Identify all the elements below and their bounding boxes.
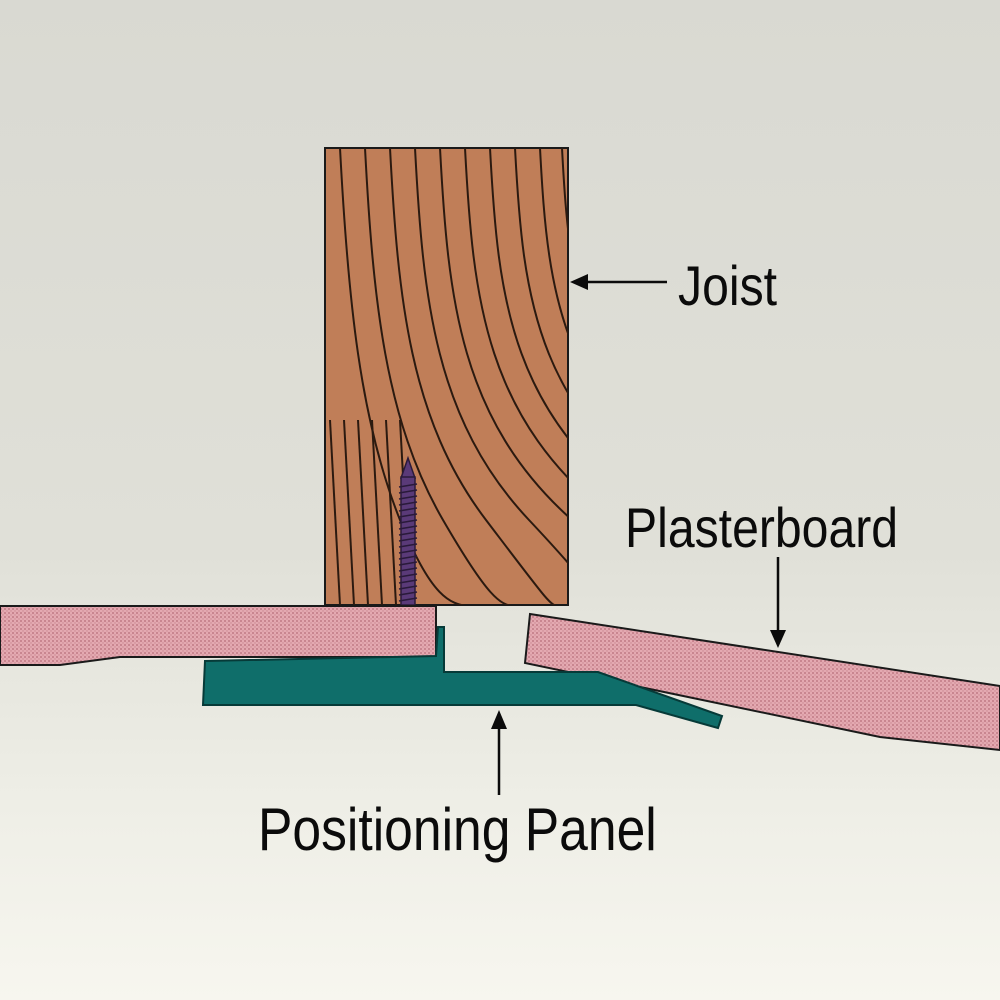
plasterboard-label: Plasterboard [625, 496, 899, 559]
joist-arrow [570, 274, 667, 290]
plasterboard-left [0, 605, 437, 666]
joist-wood-grain [329, 148, 568, 605]
plasterboard-arrow [770, 557, 786, 648]
positioning-panel-label: Positioning Panel [258, 796, 657, 863]
positioning-panel [201, 626, 724, 730]
screw-icon [398, 455, 418, 606]
positioning-panel-arrow [491, 710, 507, 795]
plasterboard-right [523, 612, 1000, 752]
joist [324, 147, 569, 606]
joist-label: Joist [678, 254, 778, 317]
